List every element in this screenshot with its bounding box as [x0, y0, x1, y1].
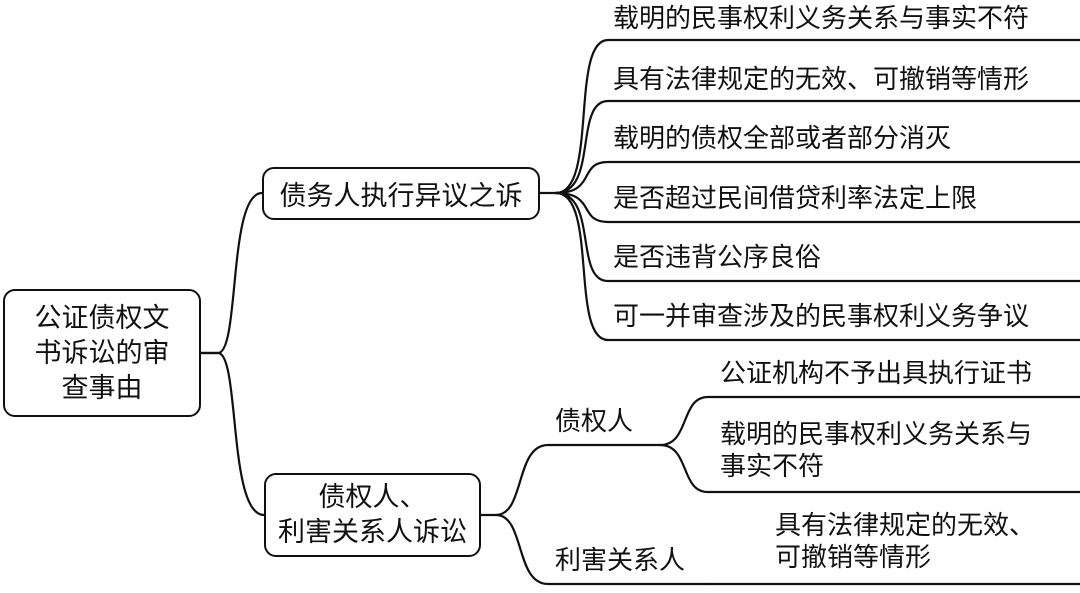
connector-root-branch2 — [199, 351, 266, 517]
branch-debtor-objection[interactable]: 债务人执行异议之诉 — [262, 167, 540, 220]
root-line-1: 公证债权文 — [34, 302, 170, 334]
leaf-1: 载明的民事权利义务关系与事实不符 — [613, 4, 1030, 34]
sub-branch-interested: 利害关系人 — [555, 546, 686, 576]
interested-leaf-1-line-2: 可撤销等情形 — [775, 543, 932, 573]
connector-leaf-1 — [554, 38, 1080, 195]
connector-creditor — [494, 443, 662, 517]
branch2-line-2: 利害关系人诉讼 — [278, 517, 467, 548]
leaf-2: 具有法律规定的无效、可撤销等情形 — [613, 65, 1030, 95]
creditor-leaf-2-line-1: 载明的民事权利义务关系与 — [720, 420, 1033, 450]
branch-debtor-objection-label: 债务人执行异议之诉 — [279, 181, 523, 212]
creditor-leaf-2: 载明的民事权利义务关系与 事实不符 — [720, 419, 1032, 483]
interested-leaf-1-line-1: 具有法律规定的无效、 — [775, 511, 1036, 541]
connector-leaf-3 — [554, 160, 1080, 195]
creditor-leaf-1: 公证机构不予出具执行证书 — [720, 359, 1033, 389]
connector-leaf-4 — [554, 191, 1080, 224]
leaf-3: 载明的债权全部或者部分消灭 — [613, 124, 952, 154]
root-line-2: 书诉讼的审 — [34, 337, 170, 369]
interested-leaf-1: 具有法律规定的无效、 可撤销等情形 — [775, 510, 1035, 574]
connector-creditor-leaf-2 — [658, 443, 1080, 494]
connector-leaf-5 — [554, 191, 1080, 283]
connector-leaf-2 — [554, 99, 1080, 195]
branch-creditor-interested-lawsuit[interactable]: 债权人、 利害关系人诉讼 — [264, 473, 481, 557]
creditor-leaf-2-line-2: 事实不符 — [720, 452, 825, 482]
connector-creditor-leaf-1 — [658, 395, 1080, 447]
sub-branch-creditor: 债权人 — [555, 407, 634, 437]
connector-interested — [494, 513, 712, 586]
connector-root-branch1 — [199, 191, 264, 355]
connector-leaf-6 — [554, 191, 1080, 342]
leaf-6: 可一并审查涉及的民事权利义务争议 — [613, 302, 1030, 332]
branch2-line-1: 债权人、 — [318, 482, 427, 513]
root-line-3: 查事由 — [61, 372, 143, 404]
root-node[interactable]: 公证债权文 书诉讼的审 查事由 — [3, 289, 201, 417]
leaf-4: 是否超过民间借贷利率法定上限 — [613, 184, 978, 214]
leaf-5: 是否违背公序良俗 — [613, 243, 822, 273]
